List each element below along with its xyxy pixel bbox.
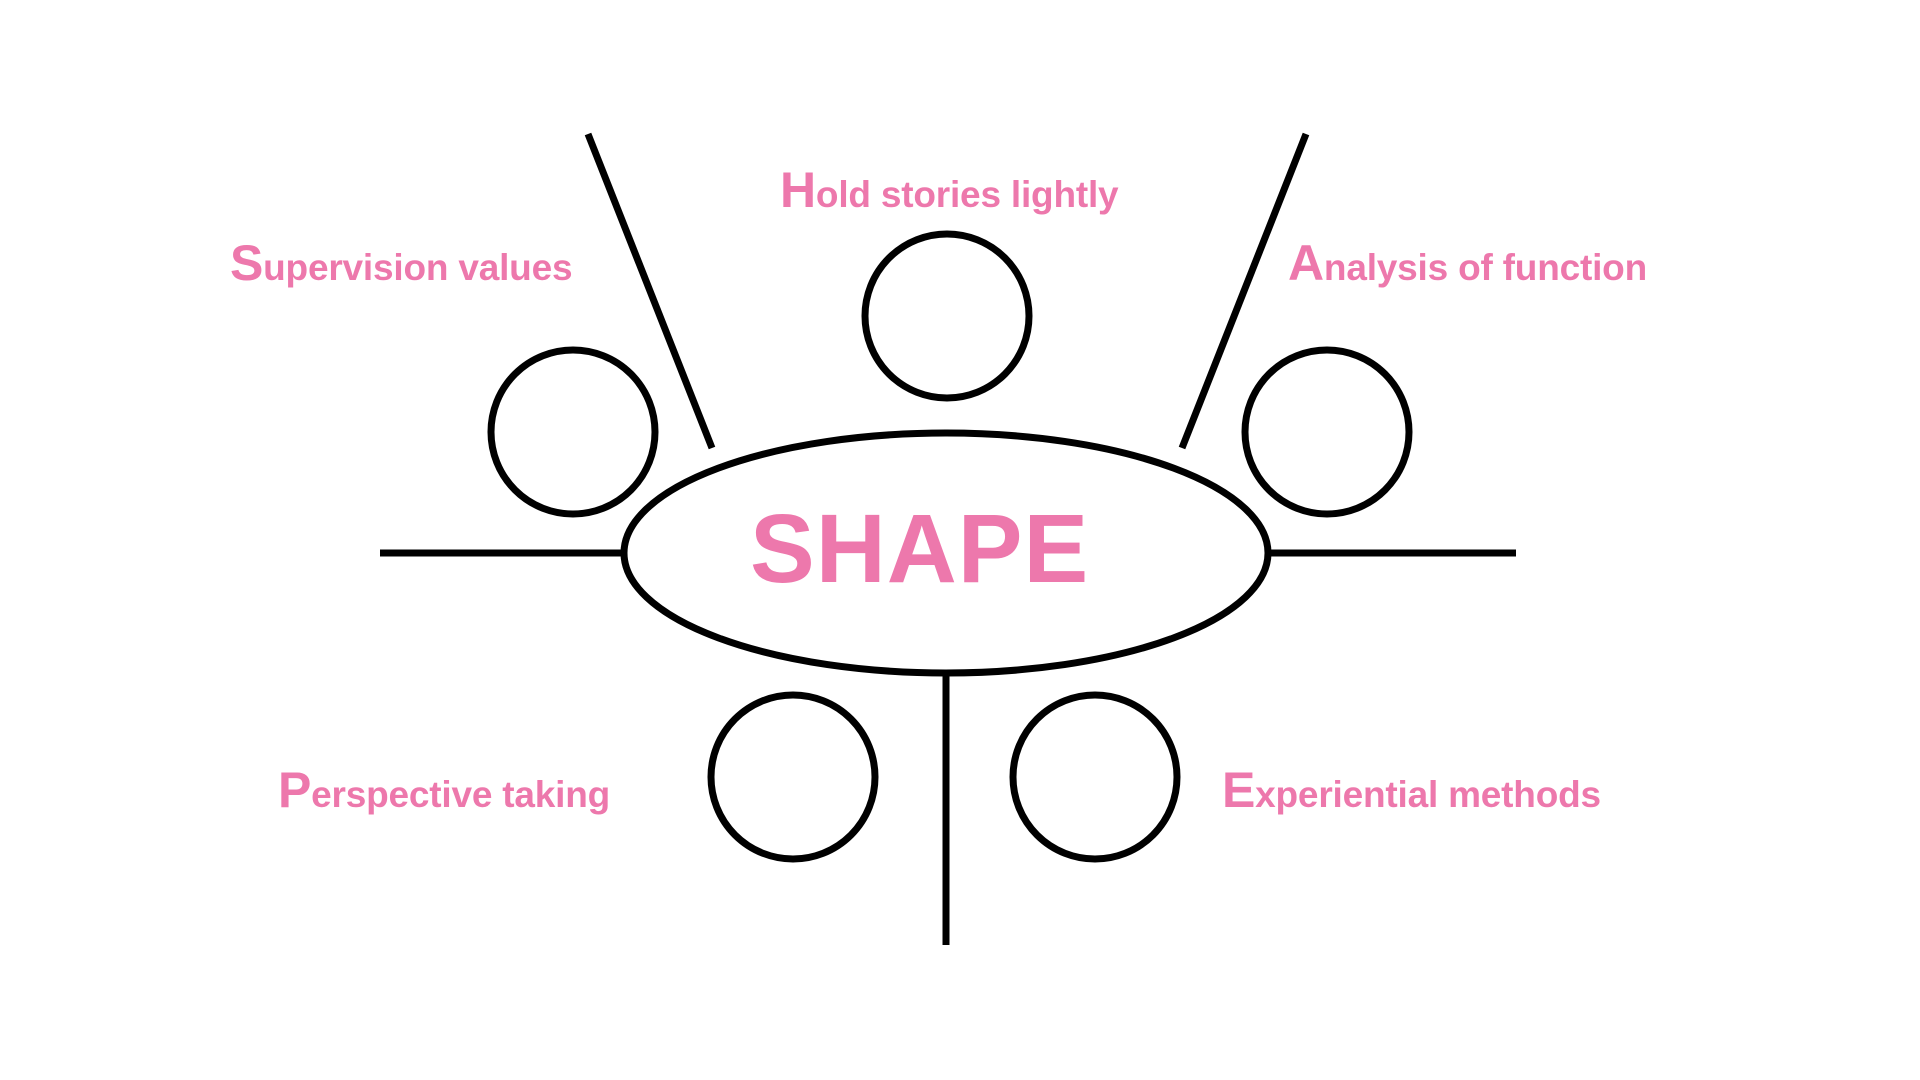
node-rest-text-analysis-of-function: nalysis of function	[1323, 247, 1647, 288]
node-label-experiential-methods: Experiential methods	[1222, 765, 1601, 815]
node-rest-text-supervision-values: upervision values	[263, 247, 573, 288]
node-circle-analysis-of-function	[1241, 346, 1413, 518]
node-circle-hold-stories-lightly	[861, 230, 1033, 402]
node-rest-text-hold-stories-lightly: old stories lightly	[815, 174, 1119, 215]
node-rest-text-experiential-methods: xperiential methods	[1255, 774, 1601, 815]
node-lead-letter-a: A	[1288, 235, 1324, 291]
node-label-supervision-values: Supervision values	[230, 235, 573, 291]
node-circle-supervision-values	[487, 346, 659, 518]
connector-line-supervision-values	[584, 132, 716, 450]
node-lead-letter-e: E	[1222, 762, 1256, 818]
node-label-analysis-of-function: Analysis of function	[1288, 238, 1647, 288]
node-lead-letter-h: H	[780, 162, 816, 218]
node-label-perspective-taking: Perspective taking	[278, 765, 610, 815]
node-circle-experiential-methods	[1009, 691, 1181, 863]
center-hub-ellipse	[620, 429, 1272, 677]
node-label-hold-stories-lightly: Hold stories lightly	[780, 162, 1119, 218]
node-lead-letter-s: S	[230, 235, 264, 291]
center-hub-label: SHAPE	[750, 494, 1090, 603]
node-circle-perspective-taking	[707, 691, 879, 863]
connector-line-analysis-of-function	[1178, 132, 1310, 450]
node-rest-text-perspective-taking: erspective taking	[311, 774, 611, 815]
node-lead-letter-p: P	[278, 762, 312, 818]
